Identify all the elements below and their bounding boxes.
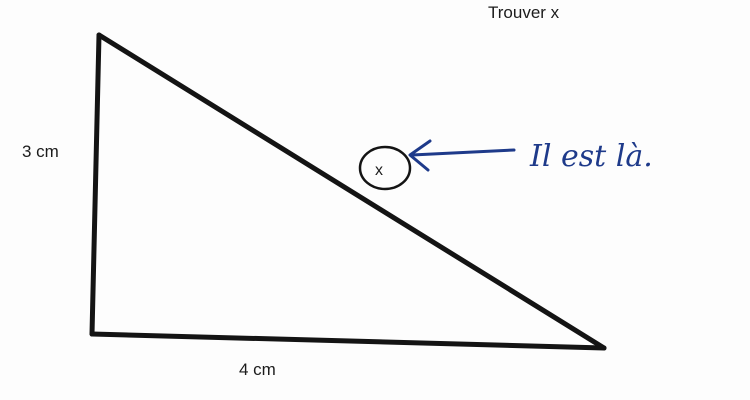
triangle-hypotenuse — [96, 32, 607, 351]
vertical-side-label: 3 cm — [22, 142, 59, 161]
annotation-arrow-shaft — [410, 148, 516, 157]
handwritten-annotation: Il est là. — [529, 139, 653, 174]
unknown-x-label: x — [375, 162, 383, 179]
diagram-title: Trouver x — [488, 3, 560, 22]
horizontal-side-label: 4 cm — [239, 360, 276, 379]
annotation-arrowhead — [408, 139, 432, 172]
triangle-side-horizontal — [89, 331, 607, 351]
triangle-side-vertical — [89, 32, 102, 337]
x-circle — [358, 145, 412, 191]
